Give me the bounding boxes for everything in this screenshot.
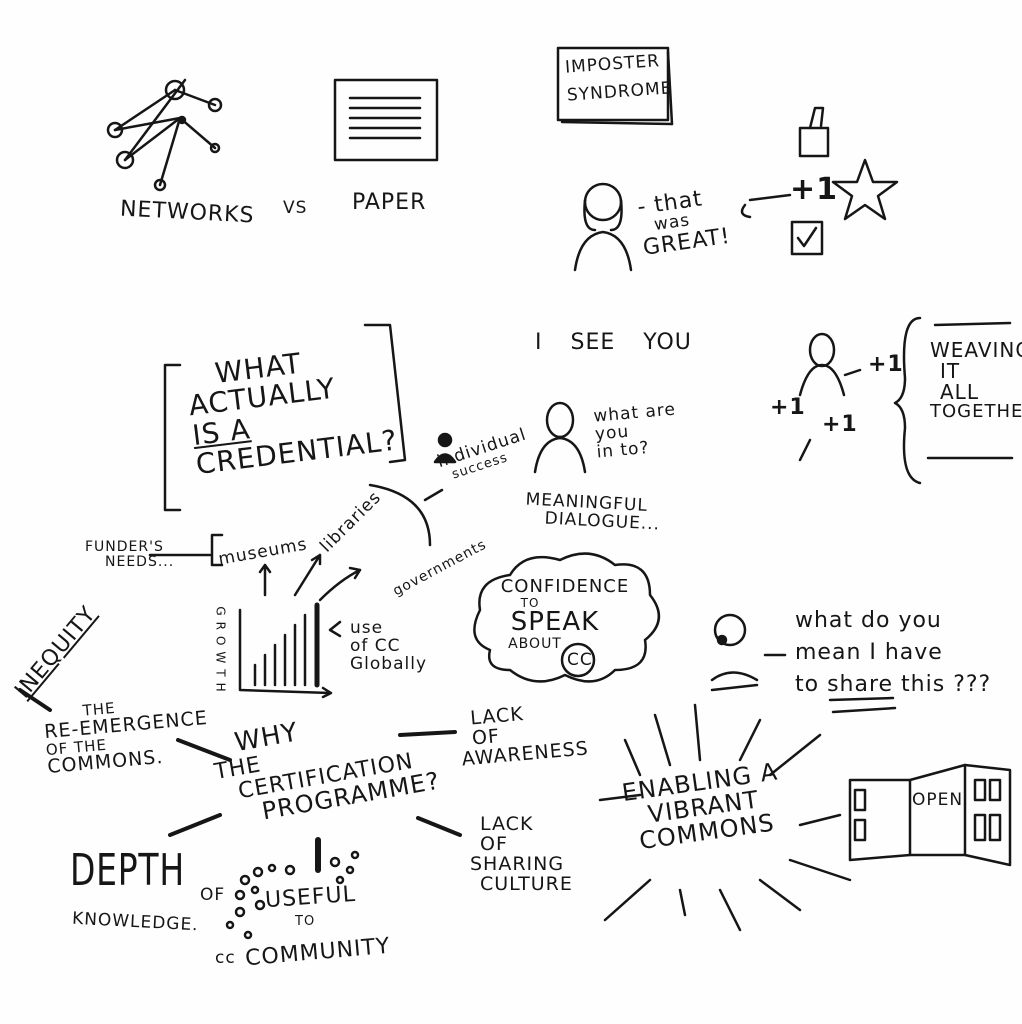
speech-cloud [473,552,660,683]
weaving-it-all-together-label: WEAVING IT ALL TOGETHER [930,340,1022,422]
paper-label: PAPER [352,190,427,215]
confidence-line: ABOUT [508,635,562,652]
lack-line: LACK [480,813,534,835]
growth-axis-label: GROWTH [213,606,228,698]
what-is-a-credential-question: WHAT ACTUALLY IS A CREDENTIAL? [184,338,400,482]
use-line: Globally [350,653,428,674]
person-figure-icon [710,613,787,692]
imposter-line: IMPOSTER [564,51,661,78]
person-icon [433,432,457,464]
lack-line: CULTURE [480,872,573,895]
imposter-syndrome-label: IMPOSTER SYNDROME [564,51,673,105]
funders-needs-label: FUNDER'S NEEDS... [85,540,174,569]
reemergence-of-commons-label: THE RE-EMERGENCE OF THE COMMONS. [42,693,211,779]
vs-label: VS [283,198,308,218]
needs-line: NEEDS... [105,553,175,570]
network-graph-icon [106,78,223,192]
confidence-line: CONFIDENCE [500,576,630,597]
connector-line [368,483,432,547]
plus-one-label: +1 [770,395,806,420]
quote-line: what do you [795,608,942,633]
arrow-icon [740,203,752,219]
weaving-line: WEAVING [930,338,1022,362]
open-door-icon [848,763,1012,867]
weaving-line: TOGETHER [930,401,1022,422]
what-are-you-into-quote: what are you in to? [593,400,680,463]
paper-document-icon [333,78,439,162]
quote-line: mean I have [795,639,943,665]
lack-line: SHARING [470,852,565,875]
meaningful-dialogue-label: MEANINGFUL DIALOGUE... [524,489,661,534]
confidence-line: SPEAK [510,607,600,638]
useful-to-label: TO [295,914,316,929]
plus-one-label: +1 [822,412,858,437]
that-was-great-quote: - that was GREAT! [636,184,732,260]
i-see-you-label: I SEE YOU [535,330,692,355]
bracket-left [163,363,182,512]
what-do-you-mean-quote: what do you mean I have to share this ??… [795,605,991,701]
checkbox-icon [790,220,824,256]
group-figures-icon [798,332,862,462]
use-line: of CC [350,635,401,656]
imposter-syndrome-box [556,46,670,122]
plus-one-label: +1 [868,352,904,377]
use-line: use [350,618,384,638]
person-figure-icon [573,182,633,272]
cc-badge: CC [567,650,593,670]
confidence-line: TO [520,595,540,610]
thumbs-up-icon [798,106,830,158]
burst-rays [598,703,852,932]
depth-of-label: OF [200,885,226,905]
lack-line: OF [480,832,508,855]
underline [828,696,895,702]
quote-line: to share this ??? [795,671,992,697]
star-icon [831,158,899,221]
weaving-line: IT [940,359,961,383]
plus-one-label: +1 [790,172,839,207]
depth-label: DEPTH [70,845,185,896]
useful-cc-label: cc [215,948,236,968]
growth-bar-chart [238,602,333,699]
curly-brace [893,316,922,485]
funders-line: FUNDER'S [85,539,164,555]
lack-of-awareness-label: LACK OF AWARENESS [458,700,590,770]
use-of-cc-globally-label: use of CC Globally [350,618,428,674]
weaving-line: ALL [940,380,979,404]
community-dots [225,837,360,940]
confidence-to-speak-label: CONFIDENCE TO SPEAK ABOUT [485,576,645,652]
person-figure-icon [533,401,587,474]
lack-of-sharing-culture-label: LACK OF SHARING CULTURE [470,813,573,895]
open-door-label: OPEN [912,790,964,810]
